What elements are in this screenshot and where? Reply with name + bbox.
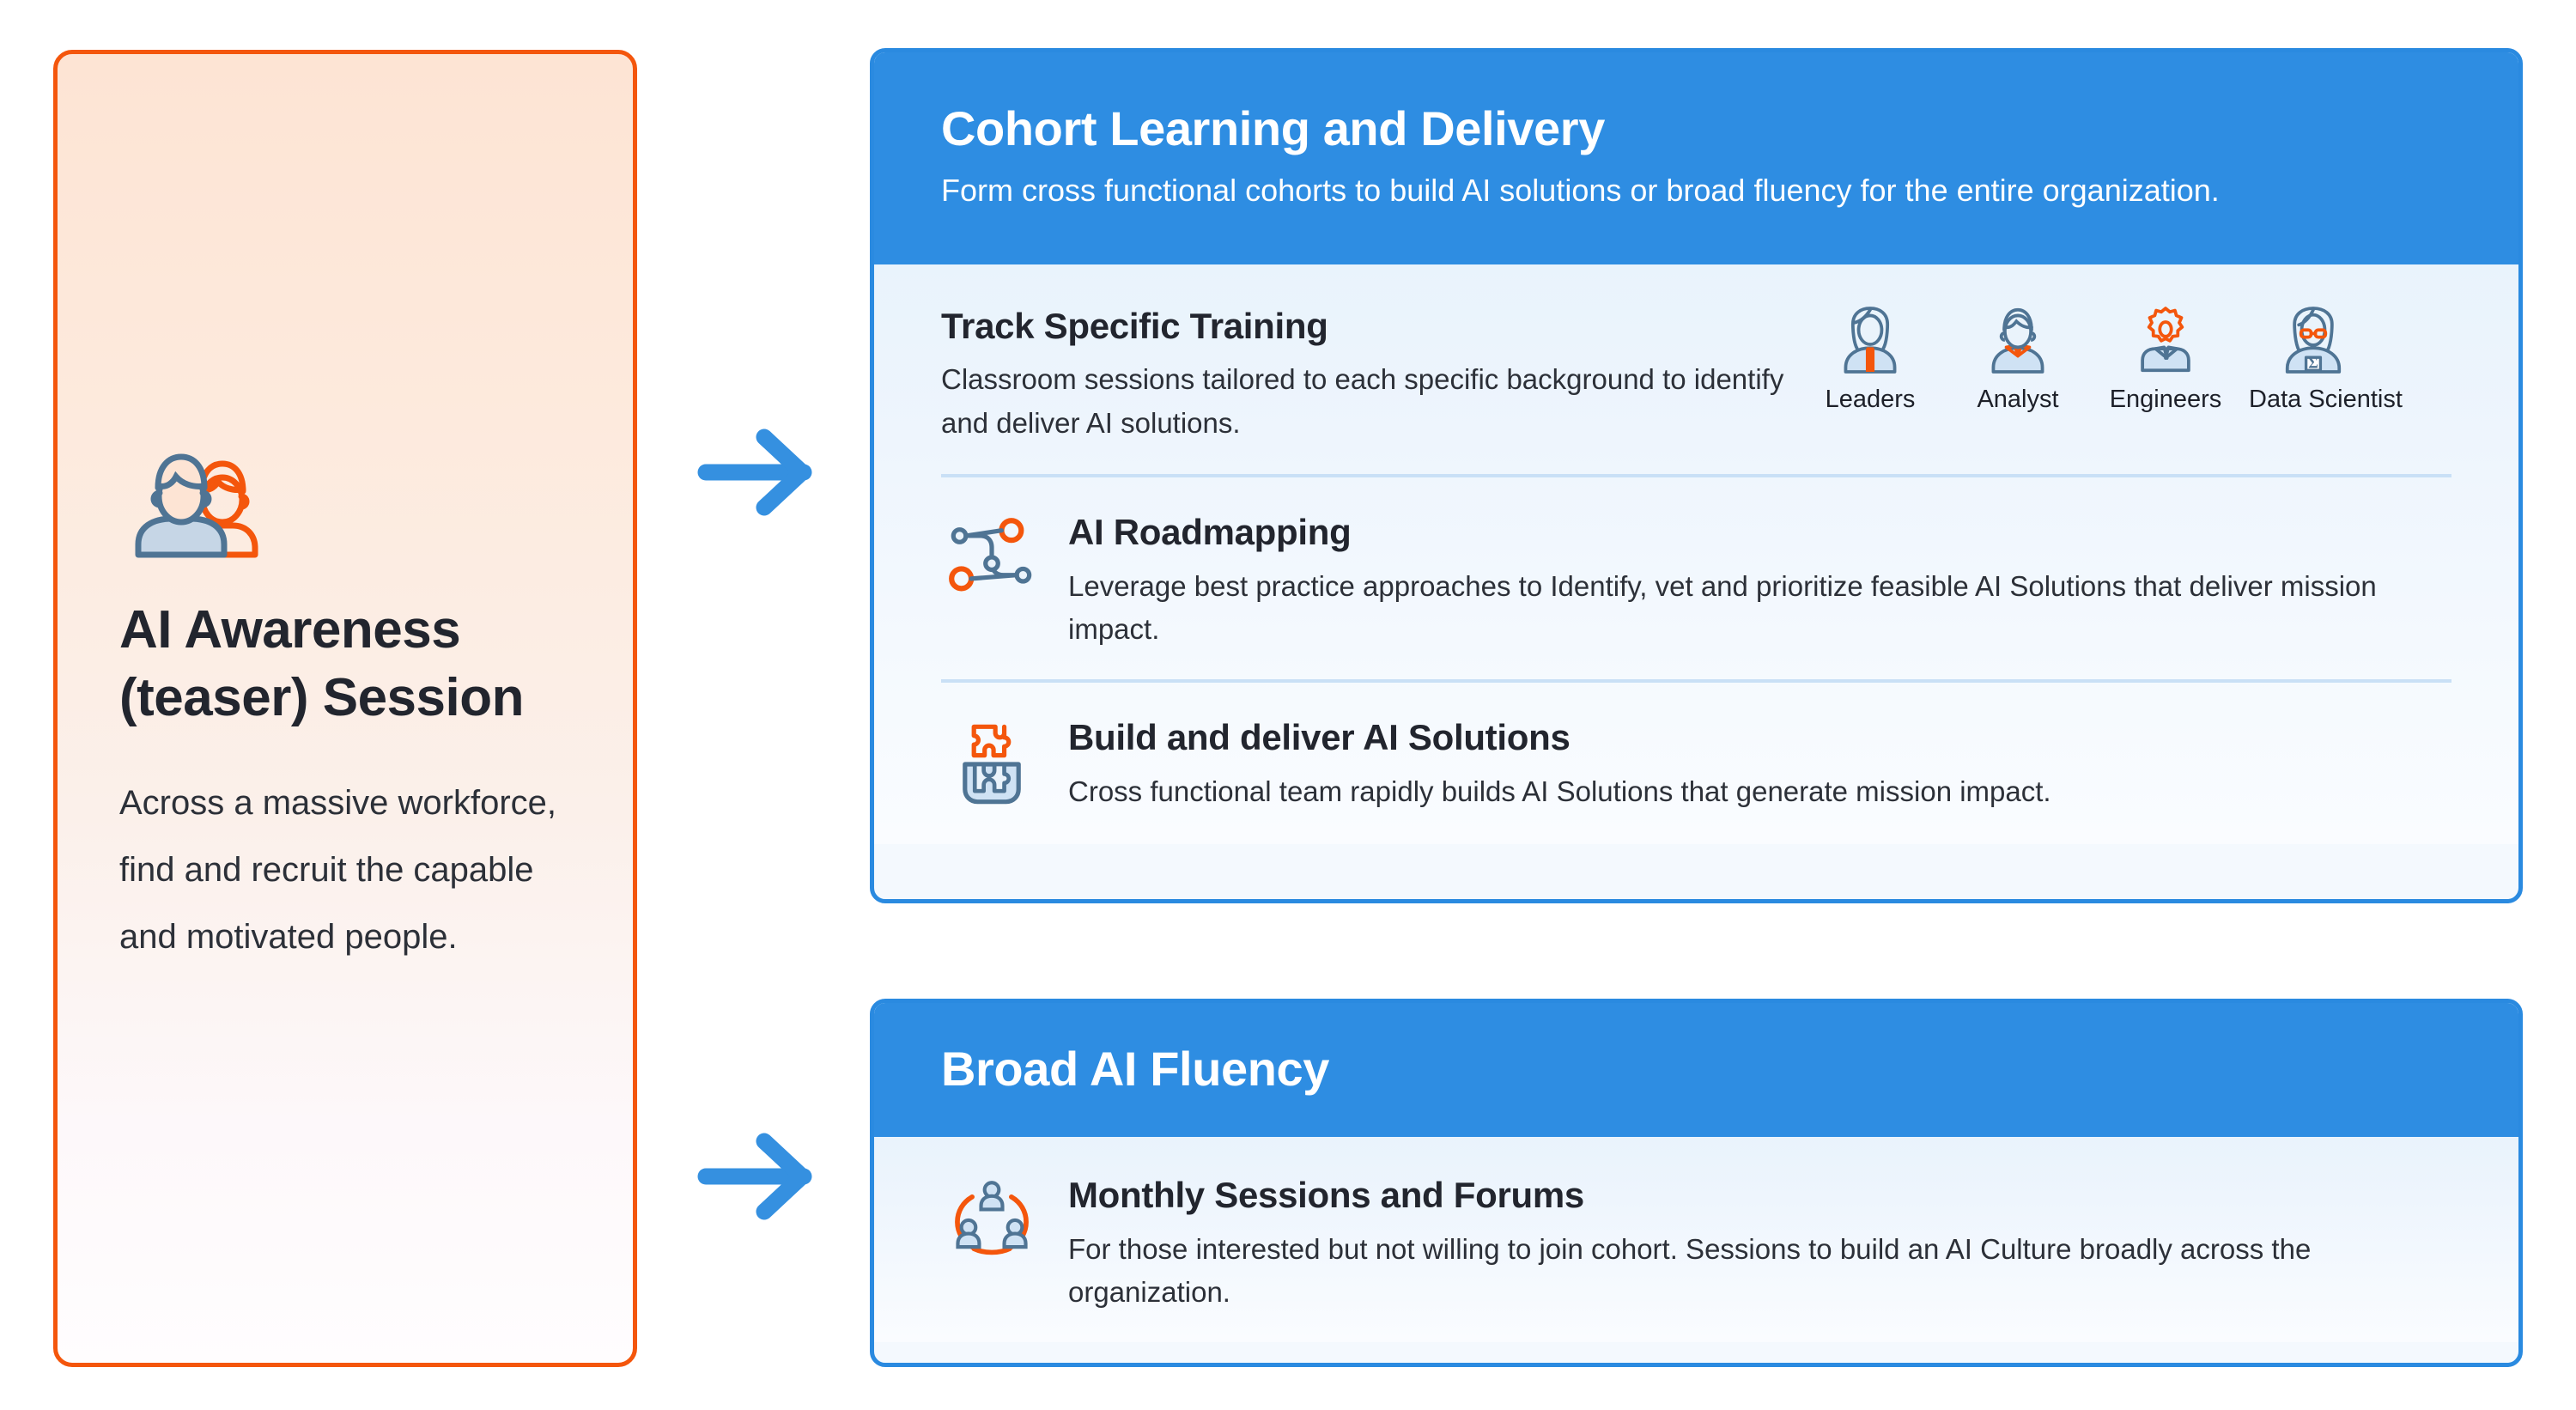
puzzle-build-icon: [941, 714, 1042, 815]
section-divider: [941, 474, 2451, 478]
cohort-panel-header: Cohort Learning and Delivery Form cross …: [874, 52, 2518, 264]
broad-ai-fluency-panel: Broad AI Fluency: [870, 999, 2523, 1367]
cohort-panel-subtitle: Form cross functional cohorts to build A…: [941, 173, 2220, 209]
track-description: Classroom sessions tailored to each spec…: [941, 362, 1784, 440]
persona-label: Data Scientist: [2249, 385, 2403, 413]
fluency-panel-title: Broad AI Fluency: [941, 1042, 1330, 1096]
feature-description: Leverage best practice approaches to Ide…: [1068, 570, 2377, 645]
feature-title: Monthly Sessions and Forums: [1068, 1175, 1584, 1216]
ai-roadmapping-text: AI Roadmapping Leverage best practice ap…: [1068, 507, 2451, 650]
people-network-icon: [941, 1171, 1042, 1273]
persona-data-scientist: Σ Data Scientist: [2249, 304, 2403, 414]
data-scientist-persona-icon: Σ: [2277, 307, 2349, 380]
monthly-sessions-text: Monthly Sessions and Forums For those in…: [1068, 1170, 2451, 1313]
engineer-persona-icon: [2129, 307, 2202, 380]
arrow-right-icon: [694, 425, 823, 520]
feature-description: For those interested but not willing to …: [1068, 1233, 2312, 1308]
persona-label: Analyst: [1977, 385, 2059, 413]
feature-title: AI Roadmapping: [1068, 512, 1352, 553]
arrow-right-icon: [694, 1129, 823, 1224]
ai-roadmapping-row: AI Roadmapping Leverage best practice ap…: [874, 477, 2518, 679]
build-deliver-row: Build and deliver AI Solutions Cross fun…: [874, 683, 2518, 844]
roadmap-flow-icon: [941, 508, 1042, 610]
monthly-sessions-row: Monthly Sessions and Forums For those in…: [874, 1137, 2518, 1342]
feature-description: Cross functional team rapidly builds AI …: [1068, 775, 2051, 808]
track-specific-training-row: Track Specific Training Classroom sessio…: [874, 264, 2518, 474]
svg-text:Σ: Σ: [2308, 355, 2318, 372]
persona-engineers: Engineers: [2101, 304, 2230, 414]
persona-list: Leaders: [1806, 302, 2451, 414]
analyst-persona-icon: [1982, 307, 2054, 380]
persona-leaders: Leaders: [1806, 304, 1935, 414]
two-people-icon: [112, 447, 284, 558]
section-divider: [941, 679, 2451, 684]
cohort-learning-panel: Cohort Learning and Delivery Form cross …: [870, 48, 2523, 903]
track-text-block: Track Specific Training Classroom sessio…: [941, 302, 1806, 445]
track-title: Track Specific Training: [941, 305, 1328, 346]
ai-awareness-card: AI Awareness (teaser) Session Across a m…: [53, 50, 637, 1367]
persona-label: Engineers: [2109, 385, 2222, 413]
persona-label: Leaders: [1825, 385, 1916, 413]
fluency-panel-body: Monthly Sessions and Forums For those in…: [874, 1137, 2518, 1343]
feature-title: Build and deliver AI Solutions: [1068, 717, 1571, 758]
left-card-description: Across a massive workforce, find and rec…: [119, 784, 557, 957]
cohort-panel-body: Track Specific Training Classroom sessio…: [874, 264, 2518, 845]
build-deliver-text: Build and deliver AI Solutions Cross fun…: [1068, 712, 2451, 813]
page-title: AI Awareness (teaser) Session: [119, 599, 525, 727]
cohort-panel-title: Cohort Learning and Delivery: [941, 101, 1605, 155]
fluency-panel-header: Broad AI Fluency: [874, 1003, 2518, 1138]
persona-analyst: Analyst: [1953, 304, 2082, 414]
leader-persona-icon: [1834, 307, 1906, 380]
